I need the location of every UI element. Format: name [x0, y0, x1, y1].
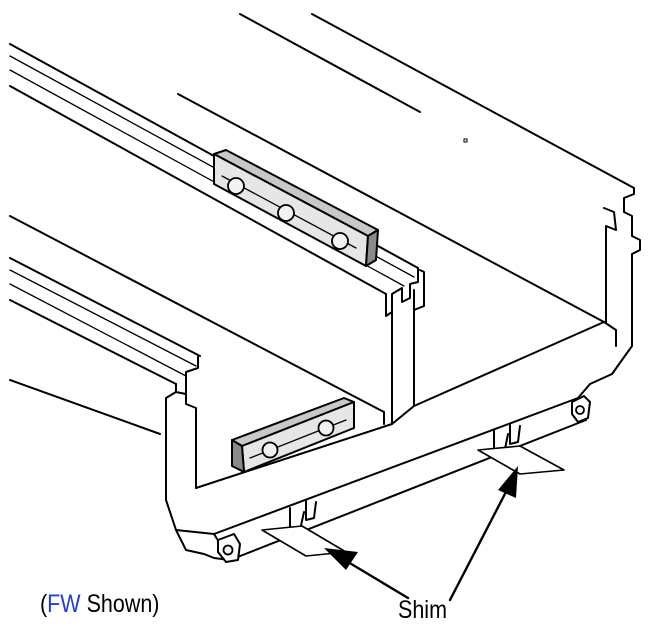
- lower-guide-block: [231, 397, 355, 473]
- arrow-head-icon: [498, 466, 518, 498]
- bolt-hole-icon: [331, 232, 349, 250]
- bolt-hole-icon: [261, 441, 279, 459]
- fw-text: FW: [47, 590, 81, 618]
- bolt-hole-icon: [317, 419, 335, 437]
- view-note-label: (FW Shown): [40, 590, 159, 619]
- shim-right: [477, 445, 565, 475]
- shown-text: Shown): [80, 590, 160, 618]
- shim-arrows: [324, 466, 518, 602]
- right-end-profile: [413, 187, 641, 407]
- center-divider: [385, 267, 425, 425]
- bolt-hole-icon: [277, 204, 295, 222]
- upper-guide-block: [213, 149, 379, 267]
- arrow-head-icon: [324, 548, 358, 570]
- open-paren: (: [40, 590, 48, 618]
- bolt-hole-icon: [227, 177, 245, 195]
- upper-channel: [9, 13, 635, 323]
- left-channel: [9, 215, 393, 555]
- base-front-edge: [175, 397, 587, 561]
- shims: [261, 445, 565, 557]
- shim-label: Shim: [398, 596, 447, 624]
